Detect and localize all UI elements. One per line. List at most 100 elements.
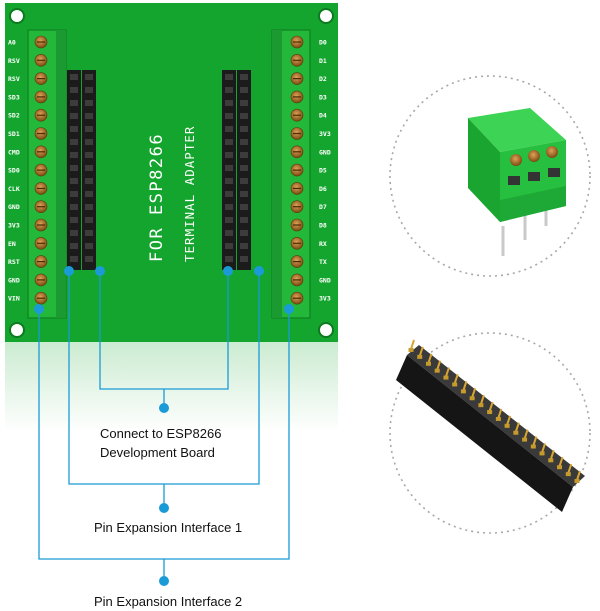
- callout-lines: [38, 271, 290, 581]
- pin-label: SD0: [8, 167, 20, 175]
- terminal-screw: [290, 237, 304, 250]
- terminal-screw: [34, 182, 48, 195]
- header-socket: [70, 243, 78, 249]
- callout-dots: [34, 266, 294, 586]
- terminal-screw: [34, 35, 48, 49]
- gold-pin-base: [522, 437, 528, 442]
- pin-label: VIN: [8, 295, 20, 303]
- terminal-screw: [290, 35, 304, 49]
- pin-label: D4: [319, 112, 327, 120]
- header-socket: [70, 152, 78, 158]
- gold-pin: [506, 415, 512, 426]
- terminal-screw: [34, 273, 48, 287]
- gold-pin: [436, 360, 442, 371]
- gold-pin: [479, 394, 485, 405]
- gold-pin: [549, 449, 555, 460]
- pin-label: GND: [319, 148, 331, 156]
- gold-pin-base: [478, 403, 484, 408]
- gold-pin-base: [487, 410, 493, 415]
- header-socket: [240, 100, 248, 106]
- header-zoom-circle: [389, 332, 591, 534]
- gold-pin: [453, 374, 459, 384]
- header-socket: [70, 230, 78, 236]
- gold-pin-base: [452, 382, 458, 387]
- header-socket: [225, 243, 233, 249]
- pin-label: D0: [319, 39, 327, 47]
- gold-pin-base: [417, 354, 423, 359]
- terminal-screw: [34, 90, 48, 104]
- header-socket: [240, 178, 248, 184]
- pin-label: RX: [319, 240, 327, 248]
- terminal-screw: [290, 218, 304, 232]
- gold-pin-base: [469, 396, 475, 401]
- pin-label: A0: [8, 39, 16, 47]
- gold-pin: [488, 401, 494, 412]
- header-socket: [85, 191, 93, 197]
- gold-pin-base: [425, 361, 431, 366]
- header-socket: [70, 165, 78, 171]
- header-socket: [225, 191, 233, 197]
- terminal-screw: [34, 108, 48, 122]
- terminal-screw: [34, 255, 48, 268]
- pin-label: RSV: [8, 75, 20, 83]
- pin-label: SD3: [8, 93, 20, 101]
- gold-pin: [541, 443, 547, 453]
- header-socket: [85, 165, 93, 171]
- header-socket: [85, 113, 93, 119]
- gold-pin-base: [504, 423, 510, 428]
- gold-pin-base: [408, 348, 414, 352]
- board-subtitle: TERMINAL ADAPTER: [182, 126, 197, 262]
- header-socket: [240, 217, 248, 223]
- header-socket: [225, 178, 233, 184]
- pin-label: D6: [319, 185, 327, 193]
- header-socket: [240, 113, 248, 119]
- terminal-screw: [34, 218, 48, 232]
- terminal-screw: [290, 163, 304, 177]
- terminal-screw: [34, 72, 48, 85]
- header-socket: [85, 204, 93, 210]
- header-socket: [225, 230, 233, 236]
- pin-label: CMD: [8, 148, 20, 156]
- callout-dev-board: Connect to ESP8266 Development Board: [100, 424, 280, 462]
- header-socket: [225, 113, 233, 119]
- callout-dev-board-line1: Connect to ESP8266: [100, 426, 222, 441]
- header-socket: [70, 87, 78, 93]
- gold-pin-base: [539, 451, 545, 456]
- header-socket: [70, 191, 78, 197]
- pin-label: RSV: [8, 57, 20, 65]
- pin-label: D3: [319, 93, 327, 101]
- gold-pin-base: [574, 479, 580, 483]
- header-socket: [85, 230, 93, 236]
- header-socket: [240, 126, 248, 132]
- terminal-screw: [34, 237, 48, 250]
- gold-pin: [532, 436, 538, 446]
- pin-label: SD1: [8, 130, 20, 138]
- terminal-screw: [290, 127, 304, 140]
- gold-pin-base: [557, 465, 563, 470]
- gold-pin: [471, 387, 477, 398]
- header-socket: [225, 217, 233, 223]
- gold-pin: [462, 381, 468, 391]
- header-socket: [225, 152, 233, 158]
- header-socket: [70, 139, 78, 145]
- header-socket: [85, 74, 93, 80]
- callout-expansion-1: Pin Expansion Interface 1: [94, 520, 243, 535]
- gold-pin-base: [460, 389, 466, 394]
- board-title: FOR ESP8266: [147, 133, 167, 262]
- right-terminal-block: [271, 29, 311, 319]
- pin-label: D5: [319, 167, 327, 175]
- terminal-screw: [34, 291, 48, 305]
- header-socket: [225, 204, 233, 210]
- terminal-screw: [290, 90, 304, 104]
- header-socket: [85, 217, 93, 223]
- header-socket: [85, 152, 93, 158]
- header-socket: [85, 87, 93, 93]
- terminal-screw: [34, 53, 48, 67]
- gold-pin: [427, 353, 433, 364]
- header-socket: [70, 74, 78, 80]
- terminal-screw: [290, 108, 304, 122]
- terminal-screw: [290, 255, 304, 268]
- board-reflection: [5, 342, 338, 432]
- terminal-screw: [290, 182, 304, 195]
